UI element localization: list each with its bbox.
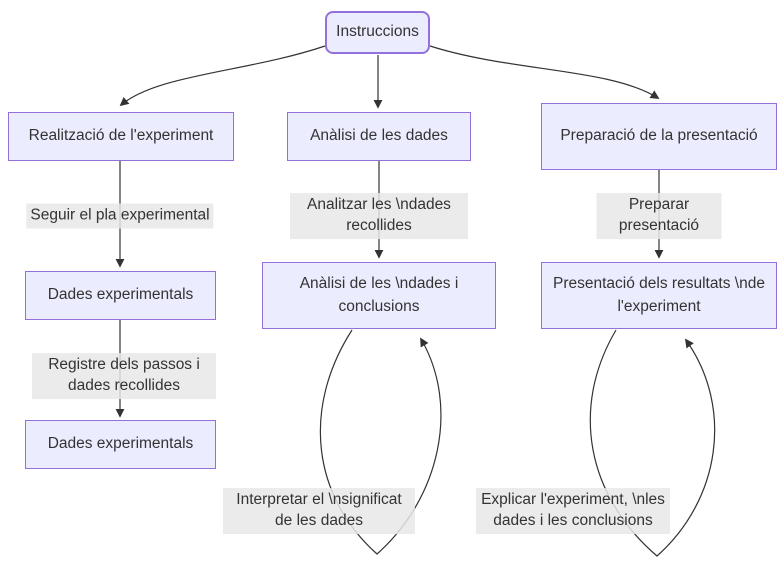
edge-root-to-col1 [119, 45, 326, 107]
edge-label-preparar-presentacio: Preparar presentació [596, 193, 722, 239]
edge-label-seguir-pla: Seguir el pla experimental [26, 203, 214, 229]
edge-label-explicar-experiment: Explicar l'experiment, \nles dades i les… [476, 488, 670, 534]
node-presentacio-resultats: Presentació dels resultats \nde l'experi… [541, 262, 777, 329]
node-instruccions: Instruccions [325, 11, 430, 54]
node-preparacio-presentacio: Preparació de la presentació [541, 103, 777, 170]
node-analisi-dades-conclusions: Anàlisi de les \ndades i conclusions [262, 262, 496, 329]
edge-label-analitzar-dades: Analitzar les \ndades recollides [290, 193, 468, 239]
node-dades-experimentals: Dades experimentals [25, 271, 216, 320]
edge-col3-self-loop [589, 329, 716, 557]
edge-col2-self-loop [319, 329, 442, 555]
edge-label-registre-passos: Registre dels passos i dades recollides [32, 353, 216, 399]
node-realitzacio-experiment: Realització de l'experiment [8, 112, 234, 161]
node-analisi-dades: Anàlisi de les dades [287, 112, 471, 161]
edge-root-to-col3 [429, 45, 660, 99]
node-dades-experimentals-final: Dades experimentals [25, 420, 216, 469]
edge-label-interpretar-significat: Interpretar el \nsignificat de les dades [223, 488, 415, 534]
